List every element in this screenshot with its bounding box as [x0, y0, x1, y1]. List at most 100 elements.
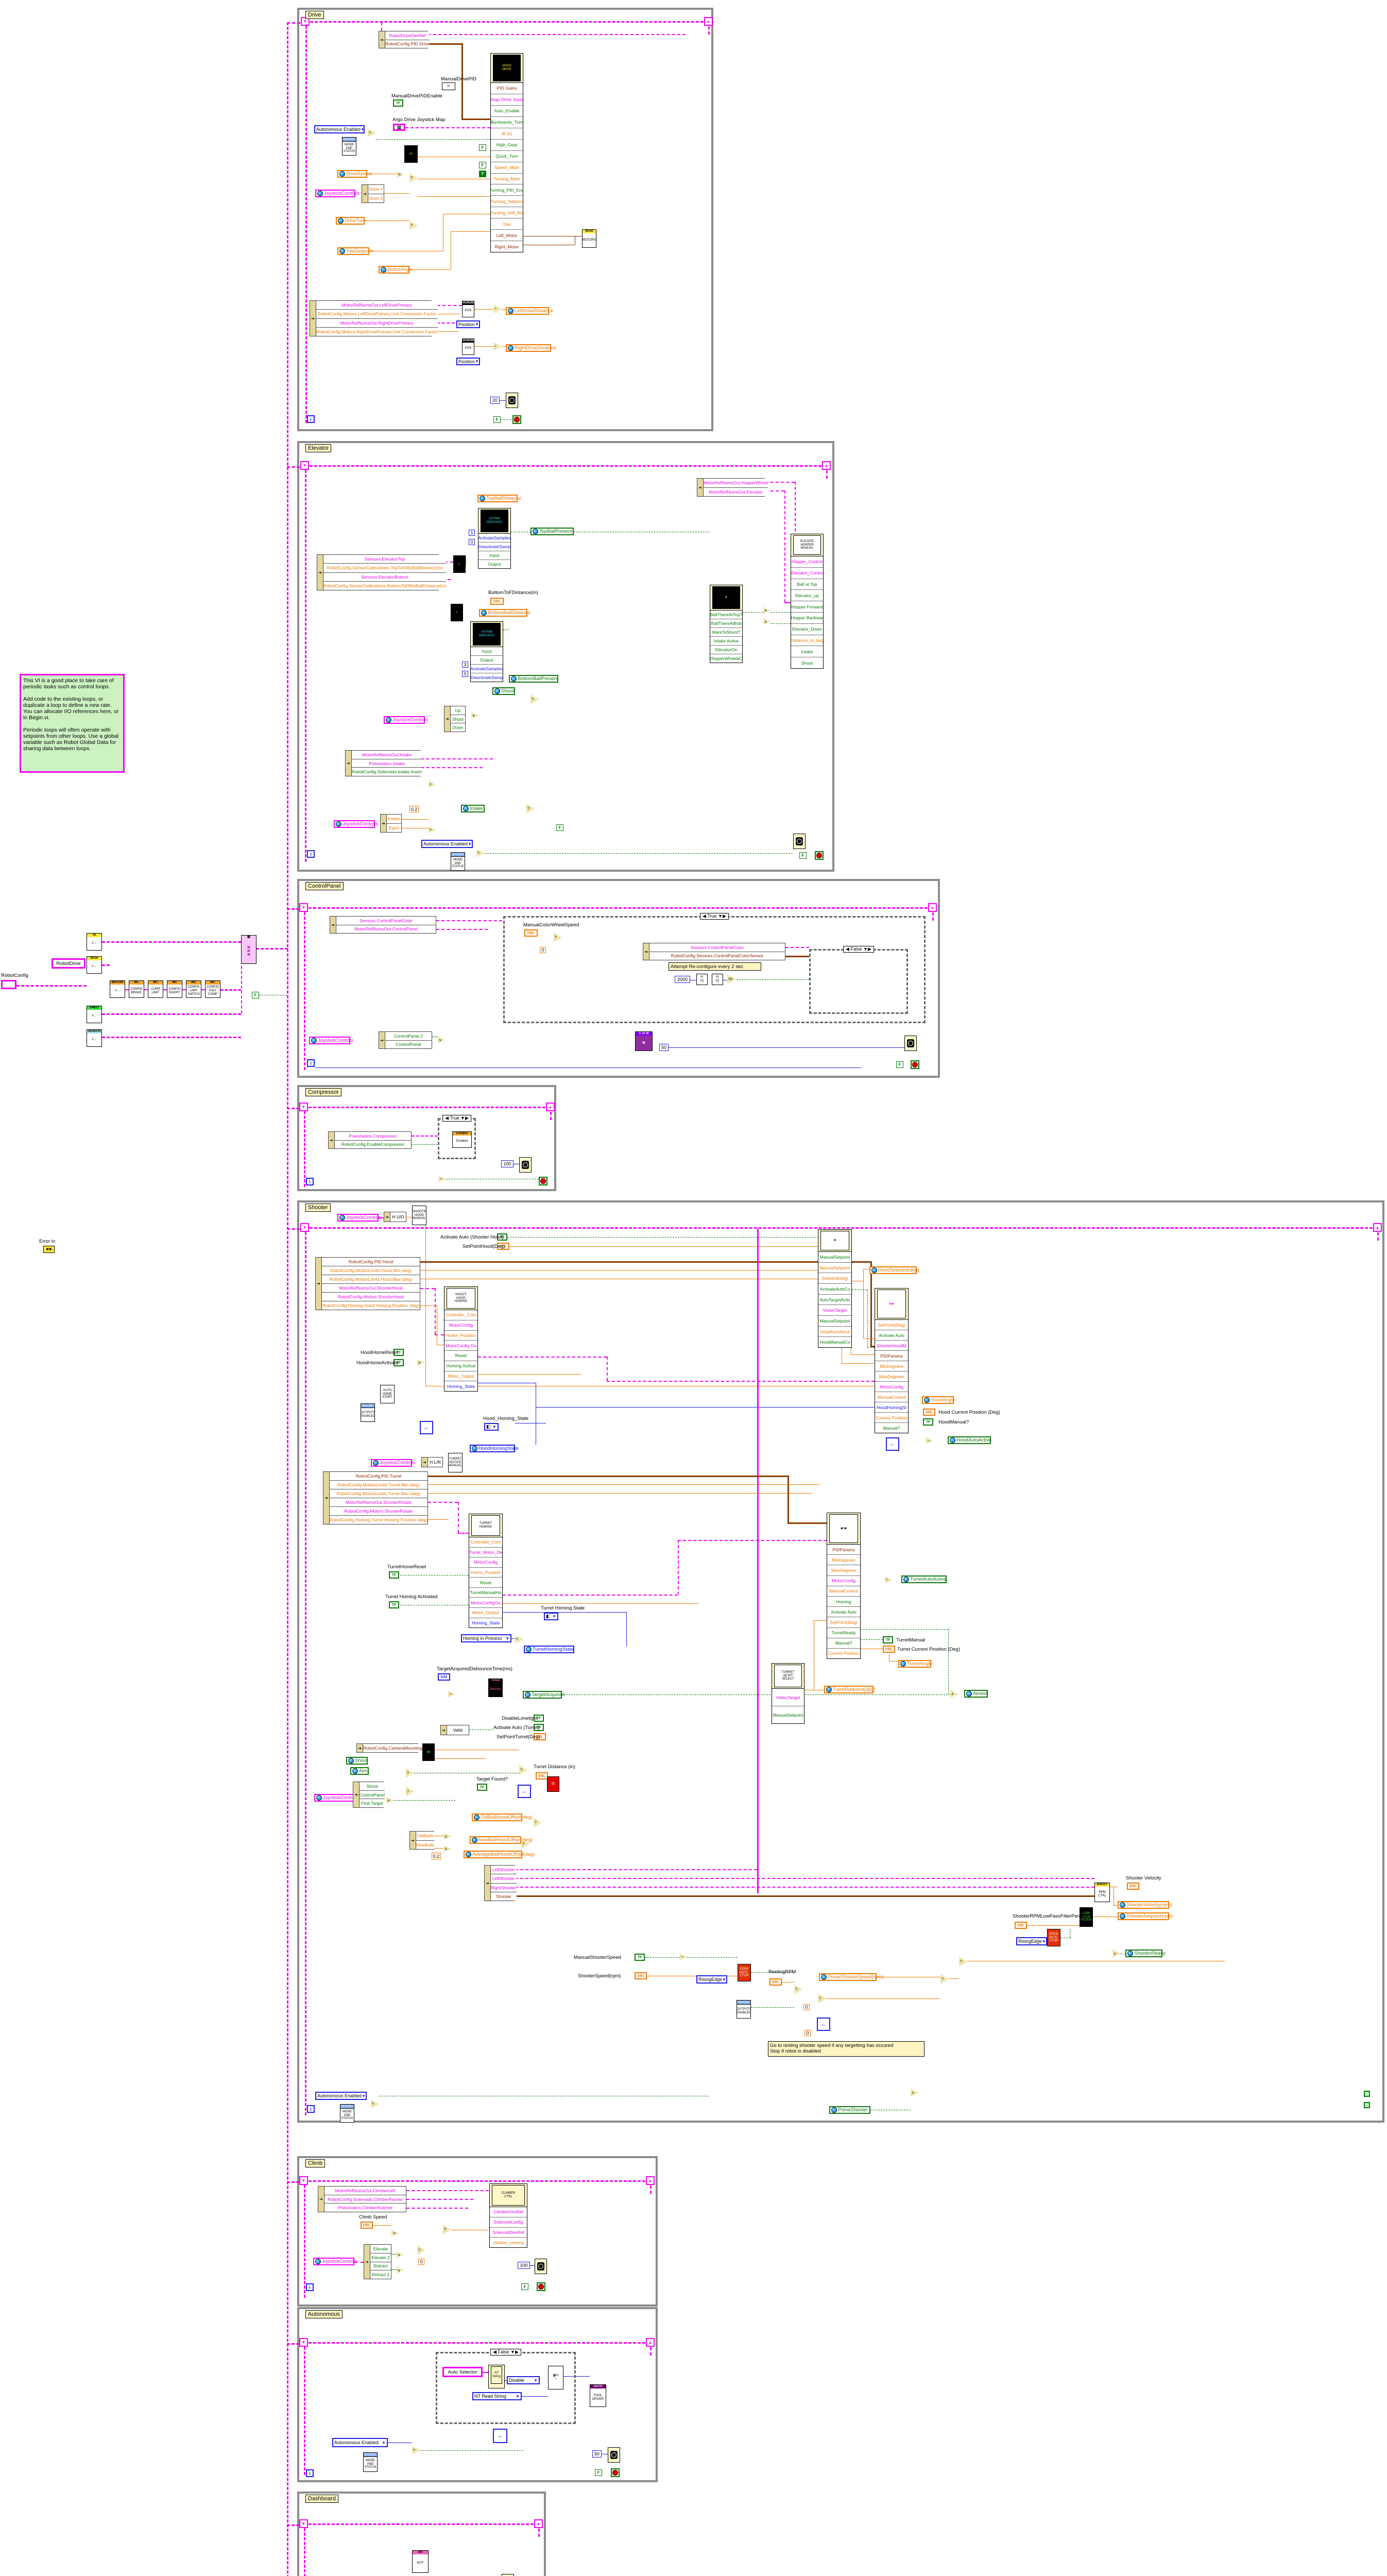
- vi-terminal[interactable]: Intake: [791, 646, 823, 658]
- unbundle-element[interactable]: MotorRefNumsOut.Intake: [352, 751, 422, 759]
- unbundle-element[interactable]: Pneumatics.ClimberRatchet: [324, 2204, 406, 2212]
- unbundle-element[interactable]: MotorRefNumsOut.Elevator: [704, 487, 768, 496]
- hoodhomereset-control[interactable]: TF: [393, 1349, 404, 1356]
- unbundle-element[interactable]: Shoot: [451, 715, 465, 724]
- stop-false-elevator[interactable]: F: [799, 852, 807, 859]
- stop-button-elevator[interactable]: [815, 851, 824, 860]
- bottomtofdistance-indicator[interactable]: DBL: [490, 598, 504, 605]
- intake-global[interactable]: Intake: [461, 805, 485, 812]
- dropdown-arrow-icon[interactable]: ▼: [362, 2093, 366, 2098]
- feedback-node-hood[interactable]: ←: [420, 1421, 433, 1434]
- select-gate-newball[interactable]: ?: [521, 1839, 529, 1849]
- select-gate-aim[interactable]: ?: [406, 1787, 414, 1797]
- unbundle-element[interactable]: ControlPanel 2: [385, 1032, 432, 1041]
- error-in-cluster[interactable]: ▣▣: [43, 1246, 55, 1253]
- hoodmanual-indicator[interactable]: TF: [923, 1418, 933, 1426]
- equal-gate-turret-homing[interactable]: =: [515, 1635, 523, 1643]
- shooterready-global[interactable]: ShooterReady: [1125, 1950, 1166, 1957]
- or-gate-findtarget[interactable]: ∨: [386, 1797, 393, 1804]
- or-gate-climb-2[interactable]: ∨: [397, 2267, 404, 2274]
- vi-terminal[interactable]: climber_comma: [490, 2238, 527, 2247]
- vi-terminal[interactable]: PIDParams: [827, 1545, 860, 1555]
- controlpanel-loop-shift-left[interactable]: ▼: [299, 903, 308, 912]
- not-gate-compressor[interactable]: ¬: [439, 1176, 446, 1182]
- vi-terminal[interactable]: Homing_State: [469, 1618, 502, 1628]
- unbundle-element[interactable]: RobotConfig.Motors.ShooterHood: [322, 1293, 420, 1301]
- unbundle-element[interactable]: H L/R: [428, 1458, 442, 1467]
- vi-terminal[interactable]: TurretReady: [827, 1628, 860, 1638]
- unbundle-element[interactable]: LeftShooter: [491, 1874, 517, 1884]
- vi-terminal[interactable]: Quick_Turn: [491, 150, 523, 162]
- zero-const-resting-1[interactable]: 0: [803, 2004, 810, 2010]
- iteration-terminal-climb[interactable]: i: [306, 2283, 314, 2291]
- vi-terminal[interactable]: MinDegrees: [875, 1361, 908, 1371]
- limelight-vi[interactable]: ◦◉◦: [422, 1743, 435, 1761]
- vi-terminal[interactable]: Hopper_Control: [791, 556, 823, 568]
- equal-gate-autonomous[interactable]: =: [412, 2446, 420, 2454]
- ball-threshold-const[interactable]: 0.2: [432, 1853, 441, 1859]
- vi-terminal[interactable]: Manual?: [875, 1423, 908, 1433]
- dropdown-arrow-icon[interactable]: ▼: [552, 1614, 556, 1619]
- unbundle-element[interactable]: RobotConfig.PID.Turret: [330, 1472, 428, 1481]
- not-gate-hood-auto[interactable]: ¬: [926, 1437, 933, 1444]
- vi-terminal[interactable]: Output: [478, 560, 510, 568]
- vi-terminal[interactable]: ManualSetpoint: [818, 1316, 851, 1327]
- scan-from-string-vi[interactable]: ▩% ⌁: [548, 2366, 563, 2389]
- topballdistance-global[interactable]: TopBallDistance: [477, 495, 521, 502]
- joystickcontrols-global-climb[interactable]: JoystickControls: [313, 2258, 357, 2265]
- vi-terminal[interactable]: DeactivateSamp: [471, 673, 503, 682]
- shooter-lowpass-control[interactable]: DBL: [1015, 1922, 1027, 1929]
- unbundle-element[interactable]: RobotConfig.Motors.RightDrivePrimary.Uni…: [316, 327, 438, 336]
- vi-terminal[interactable]: ActivateSamples: [478, 534, 510, 543]
- select-gate-resting-2[interactable]: ?: [818, 1994, 826, 2004]
- dashboard-loop-shift-left[interactable]: ▼: [299, 2519, 308, 2528]
- iteration-terminal-shooter[interactable]: i: [307, 2105, 315, 2113]
- stop-button-climb[interactable]: [537, 2282, 545, 2291]
- shooter-loop-shift-right[interactable]: ▲: [1373, 1223, 1382, 1232]
- stop-button-drive[interactable]: [512, 415, 521, 424]
- vi-terminal[interactable]: Current Position: [875, 1413, 908, 1423]
- hoodhomingstate-global[interactable]: HoodHomingState: [470, 1445, 519, 1452]
- js-config-vi[interactable]: JS#→: [87, 933, 102, 951]
- wait-ms-autonomous[interactable]: 50: [592, 2450, 602, 2458]
- vi-terminal[interactable]: Yaw: [491, 218, 523, 230]
- zero-const-colorwheel[interactable]: 0: [540, 947, 546, 953]
- wait-vi-dashboard[interactable]: [502, 2574, 514, 2576]
- vi-terminal[interactable]: SetPoint(Deg): [827, 1617, 860, 1628]
- unbundle-element[interactable]: RobotConfig.MotionLimits.Hood.Min (deg): [322, 1266, 420, 1275]
- turret-current-position-indicator[interactable]: DBL: [883, 1646, 895, 1653]
- turretautoactive-global[interactable]: TurretAutoActive: [901, 1575, 947, 1583]
- unbundle-element[interactable]: MotorRefNumsOut.ShooterRotate: [330, 1498, 428, 1507]
- greater-gate-intake[interactable]: >: [429, 781, 436, 788]
- case-structure-controlpanel-selector[interactable]: ◀ True ▼▶: [700, 913, 729, 920]
- high-gear-false[interactable]: F: [479, 162, 486, 168]
- unbundle-element[interactable]: ControlPanel: [359, 1790, 385, 1800]
- shootervelocity-global[interactable]: ShooterVelocity(rpm): [1118, 1901, 1172, 1909]
- edge-detector-vi-2[interactable]: EDGE DETE- CTOR: [738, 1964, 751, 1981]
- unbundle-element[interactable]: Sensors.ElevatorTop: [323, 555, 447, 564]
- risingedge-enum-1[interactable]: RisingEdge▼: [1016, 1937, 1047, 1945]
- quotient-remainder-1[interactable]: R IQ: [696, 974, 708, 985]
- backwards-turn-false[interactable]: F: [479, 144, 486, 151]
- select-gate-intake[interactable]: ?: [526, 804, 535, 814]
- vi-terminal[interactable]: MotorConfig: [469, 1557, 502, 1568]
- shooter-loop-shift-left[interactable]: ▼: [300, 1223, 309, 1232]
- vi-terminal[interactable]: Controller_Com: [444, 1310, 477, 1320]
- unbundle-element[interactable]: Elevate 2: [370, 2253, 391, 2262]
- negate-gate-drive[interactable]: -x: [397, 171, 404, 178]
- unbundle-element[interactable]: Eject: [387, 823, 401, 832]
- hoodangle-global[interactable]: HoodAngle: [922, 1396, 955, 1404]
- vi-terminal[interactable]: Reset: [469, 1578, 502, 1588]
- stop-false-cp[interactable]: F: [896, 1061, 903, 1068]
- select-gate-prime[interactable]: ?: [940, 1974, 949, 1984]
